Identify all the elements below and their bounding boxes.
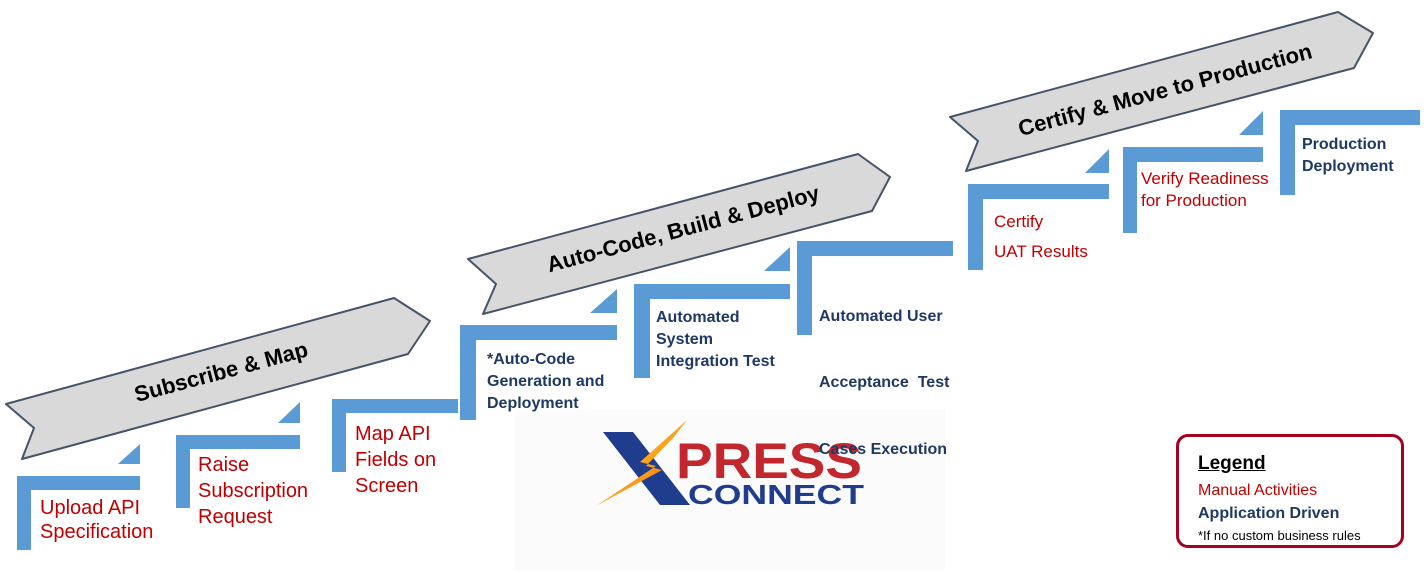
step-1-line-1: Upload API [40,497,141,519]
legend-note: *If no custom business rules [1198,528,1361,543]
logo-x-blue-stroke [603,432,690,505]
step-8-line-2: for Production [1141,191,1247,211]
step-4-line-1: *Auto-Code [487,351,575,368]
step-1-line-2: Specification [40,521,154,544]
step-bar-8 [1123,147,1263,233]
legend-title: Legend [1198,453,1266,474]
step-notch-5 [764,247,790,271]
step-5-line-2: System [656,331,713,349]
step-6-label: Automated User Acceptance Test Cases Exe… [819,262,949,483]
step-bar-9 [1280,110,1420,195]
step-2-label: Raise Subscription Request [198,452,308,530]
logo-background [515,410,945,570]
step-5-line-3: Integration Test [656,353,775,371]
step-bars [17,110,1420,550]
step-3-line-3: Screen [355,475,419,497]
step-bar-2 [176,435,300,508]
step-3-label: Map API Fields on Screen [355,421,436,499]
logo-connect-text: CONNECT [688,479,864,510]
step-bar-4 [460,325,617,420]
phase-ribbon-subscribe [5,297,431,460]
step-9-line-1: Production [1302,136,1387,153]
step-5-line-1: Automated [656,309,740,326]
step-4-line-3: Deployment [487,395,579,413]
lightning-bolt-icon [596,420,687,506]
step-8-label: Verify Readiness for Production [1141,168,1269,213]
step-5-label: Automated System Integration Test [656,307,775,373]
step-notch-8 [1239,111,1263,135]
step-7-line-2: UAT Results [994,241,1088,261]
phase-ribbon-autocode [467,153,891,315]
logo-press-text: PRESS [676,433,862,489]
step-9-label: Production Deployment [1302,134,1394,178]
step-4-line-2: Generation and [487,373,605,391]
step-notch-4 [590,289,617,313]
step-4-label: *Auto-Code Generation and Deployment [487,349,604,415]
step-9-line-2: Deployment [1302,158,1394,176]
step-3-line-2: Fields on [355,449,437,471]
step-2-line-1: Raise [198,454,250,476]
step-6-line-3: Cases Execution [819,440,948,458]
step-7-line-1: Certify [994,212,1044,231]
step-notch-1 [118,444,140,464]
step-bar-1 [17,476,140,550]
step-8-line-1: Verify Readiness [1141,169,1269,188]
step-bar-7 [968,184,1109,270]
step-notch-2 [278,402,300,423]
step-3-line-1: Map API [355,423,431,445]
step-6-line-2: Acceptance Test [819,374,950,392]
step-2-line-3: Request [198,506,273,528]
legend-box: Legend Manual Activities Application Dri… [1176,434,1404,548]
xpress-connect-logo: PRESS CONNECT [596,420,864,510]
step-1-label: Upload API Specification [40,496,153,545]
legend-manual-activities: Manual Activities [1198,482,1318,499]
step-bar-3 [332,399,458,472]
step-bar-5 [634,284,790,378]
step-bar-6 [797,241,953,335]
step-notch-7 [1085,149,1109,173]
phase-ribbon-certify [949,11,1374,172]
step-6-line-1: Automated User [819,308,943,326]
step-7-label: Certify UAT Results [994,207,1088,267]
step-2-line-2: Subscription [198,480,309,502]
legend-application-driven: Application Driven [1198,505,1340,522]
